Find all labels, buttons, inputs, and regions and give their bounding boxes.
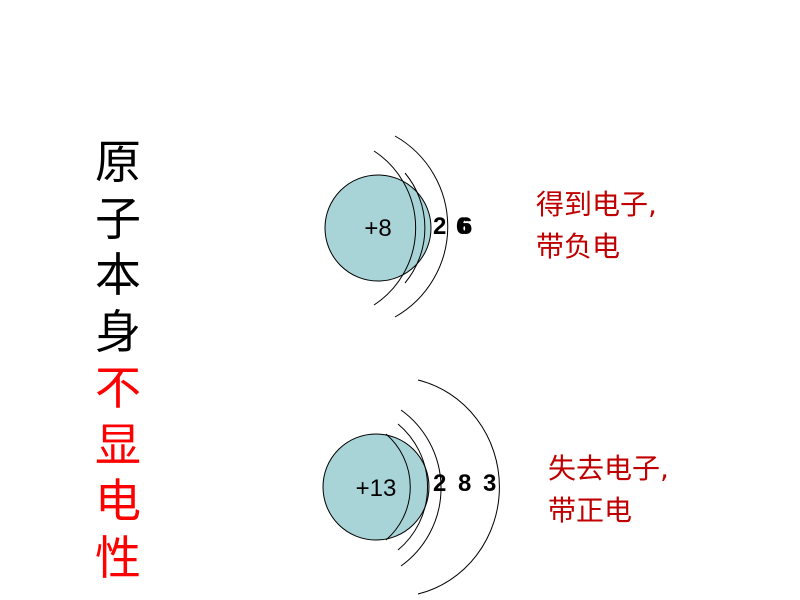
electron-label: 3 xyxy=(483,470,496,497)
electron-label: 2 xyxy=(433,213,446,240)
nucleus-oxygen xyxy=(324,174,432,282)
note-line: 失去电子, xyxy=(548,452,669,485)
electron-label: 6 xyxy=(456,213,469,240)
electron-shell-3 xyxy=(394,135,449,318)
title-char: 原 xyxy=(95,135,141,189)
note-gain-electrons: 得到电子, 带负电 xyxy=(536,184,657,268)
electron-label: 8 xyxy=(458,470,471,497)
note-lose-electrons: 失去电子, 带正电 xyxy=(548,448,669,532)
title-char: 子 xyxy=(95,191,141,246)
title-char: 身 xyxy=(95,304,141,359)
title-char-highlight: 电 xyxy=(95,474,141,528)
atom-aluminium: +13 2 8 3 xyxy=(322,379,500,595)
electron-shell-3 xyxy=(400,409,442,567)
electron-label: 6 xyxy=(459,213,472,240)
nucleus-label-aluminium: +13 xyxy=(356,475,397,502)
title-char: 本 xyxy=(95,248,141,302)
electron-shell-1 xyxy=(404,172,426,284)
note-line: 带正电 xyxy=(548,494,633,527)
electron-shell-2 xyxy=(373,150,417,306)
vertical-title: 原 子 本 身 不 显 电 性 xyxy=(92,134,144,586)
electron-shell-1 xyxy=(385,433,411,541)
atom-oxygen: +8 2 6 6 xyxy=(324,135,472,318)
nucleus-aluminium xyxy=(322,433,430,541)
title-char-highlight: 显 xyxy=(95,417,141,472)
nucleus-label-oxygen: +8 xyxy=(364,215,391,242)
note-line: 得到电子, xyxy=(536,188,657,221)
title-char-highlight: 性 xyxy=(95,530,141,585)
note-line: 带负电 xyxy=(536,230,621,263)
electron-shell-2 xyxy=(397,423,429,551)
title-char-highlight: 不 xyxy=(95,361,141,415)
electron-shell-4 xyxy=(417,379,500,595)
electron-label: 2 xyxy=(433,470,446,497)
